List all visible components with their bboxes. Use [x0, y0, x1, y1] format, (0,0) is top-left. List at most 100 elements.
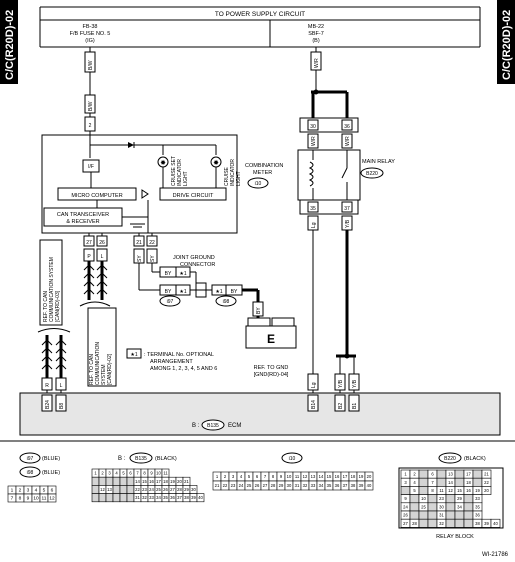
- pin-number: 33: [475, 496, 480, 501]
- can-bus-arrows-left: [37, 328, 71, 378]
- pin-number: 31: [135, 495, 140, 500]
- pin-cell: [454, 518, 465, 528]
- conn-b220-color: (BLACK): [464, 456, 486, 462]
- ground-ref-2: [GND(RD)-04]: [254, 372, 289, 378]
- pin-number: 5: [43, 488, 46, 494]
- pin-number: 11: [295, 474, 300, 479]
- terminal-note-3: AMONG 1, 2, 3, 4, 5 AND 6: [150, 366, 217, 372]
- pin-cell: [427, 518, 438, 528]
- left-fuse-line3: (IG): [85, 38, 95, 44]
- wire-l2: L: [60, 383, 63, 389]
- terminal-note-star: ★1: [130, 352, 137, 358]
- micro-computer-label: MICRO COMPUTER: [71, 193, 122, 199]
- pin-cell: [454, 469, 465, 479]
- pin-number: 32: [303, 483, 308, 488]
- pin-number: 37: [177, 495, 182, 500]
- pin-number: 7: [136, 471, 139, 476]
- pin-cell: [436, 469, 447, 479]
- pin-cell: [490, 518, 501, 528]
- pin-cell: [105, 493, 114, 503]
- pin-number: 7: [431, 480, 434, 485]
- pin-number: 24: [403, 504, 408, 509]
- pin-cell: [463, 494, 474, 504]
- pin-number: 18: [163, 479, 168, 484]
- pin-number: 29: [184, 487, 189, 492]
- pin-number: 26: [255, 483, 260, 488]
- pin-number: 1: [404, 472, 407, 477]
- if-label: I/F: [88, 164, 94, 170]
- meter-pins: 27 26 21 22 P L SY SY: [83, 235, 158, 264]
- wire-by-1: BY: [165, 271, 172, 277]
- ref-can-mid-3: SYSTEM: [101, 364, 107, 385]
- power-supply-box: TO POWER SUPPLY CIRCUIT FB-38 F/B FUSE N…: [39, 6, 481, 48]
- pin-26: 26: [99, 240, 105, 246]
- pin-cell: [427, 510, 438, 520]
- conn-i10-id: i10: [289, 456, 296, 462]
- ecm-block: B24 B8 B14 B2 B1 B : B135 ECM: [19, 392, 501, 436]
- i97-code: i97: [167, 299, 174, 305]
- ref-can-left-2: COMMUNICATION SYSTEM: [49, 257, 55, 322]
- pin-number: 30: [287, 483, 292, 488]
- pin-number: 25: [247, 483, 252, 488]
- star-1b: ★1: [179, 289, 186, 295]
- pin-number: 10: [156, 471, 161, 476]
- wire-label-wr-top: W/R: [314, 58, 320, 68]
- pin-number: 24: [239, 483, 244, 488]
- pin-number: 1: [94, 471, 97, 476]
- pin-number: 10: [33, 496, 39, 502]
- wire-by-2: BY: [165, 289, 172, 295]
- pin-cell: [409, 502, 420, 512]
- pin-number: 10: [421, 496, 426, 501]
- pin-number: 8: [431, 488, 434, 493]
- pin-number: 18: [351, 474, 356, 479]
- drive-circuit-label: DRIVE CIRCUIT: [173, 193, 214, 199]
- relay-block-label: RELAY BLOCK: [436, 534, 474, 540]
- pin-22: 22: [149, 240, 155, 246]
- cruise-ind-line1: CRUISE: [224, 166, 230, 186]
- pin-number: 2: [19, 488, 22, 494]
- pin-number: 30: [191, 487, 196, 492]
- pin-27: 27: [86, 240, 92, 246]
- wire-lg-b: Lg: [311, 382, 317, 388]
- pin-number: 26: [163, 487, 168, 492]
- pin-number: 34: [457, 504, 462, 509]
- pin-number: 31: [439, 513, 444, 518]
- pin-number: 9: [27, 496, 30, 502]
- pin-number: 35: [163, 495, 168, 500]
- pin-cell: [105, 476, 114, 486]
- pin-number: 14: [135, 479, 140, 484]
- pin-number: 39: [191, 495, 196, 500]
- pin-number: 12: [100, 487, 105, 492]
- pin-number: 12: [448, 488, 453, 493]
- pin-number: 13: [107, 487, 112, 492]
- joint-ground-label-1: JOINT GROUND: [173, 255, 215, 261]
- pin-number: 15: [327, 474, 332, 479]
- pin-number: 25: [156, 487, 161, 492]
- pin-number: 29: [457, 496, 462, 501]
- ref-can-left-1: REF. TO CAN: [43, 291, 49, 322]
- pin-number: 14: [448, 480, 453, 485]
- cruise-set-line2: INDICATOR: [177, 159, 183, 186]
- pin-number: 38: [351, 483, 356, 488]
- pin-number: 21: [184, 479, 189, 484]
- combination-meter-label-1: COMBINATION: [245, 163, 283, 169]
- pin-2: 2: [89, 123, 92, 129]
- conn-i97-id: i97: [27, 456, 34, 462]
- pin-cell: [481, 486, 492, 495]
- main-relay-label: MAIN RELAY: [362, 159, 395, 165]
- pin-cell: [409, 510, 420, 520]
- pin-number: 35: [327, 483, 332, 488]
- pin-number: 11: [439, 488, 444, 493]
- pin-number: 33: [149, 495, 154, 500]
- pin-b2: B2: [338, 403, 344, 409]
- pin-b8: B8: [59, 403, 65, 409]
- pin-number: 17: [156, 479, 161, 484]
- ecm-code: B135: [207, 423, 219, 429]
- star-1c: ★1: [215, 289, 222, 295]
- pin-number: 19: [475, 488, 480, 493]
- pin-number: 20: [484, 488, 489, 493]
- pin-cell: [112, 493, 121, 503]
- svg-text:✸: ✸: [213, 159, 219, 167]
